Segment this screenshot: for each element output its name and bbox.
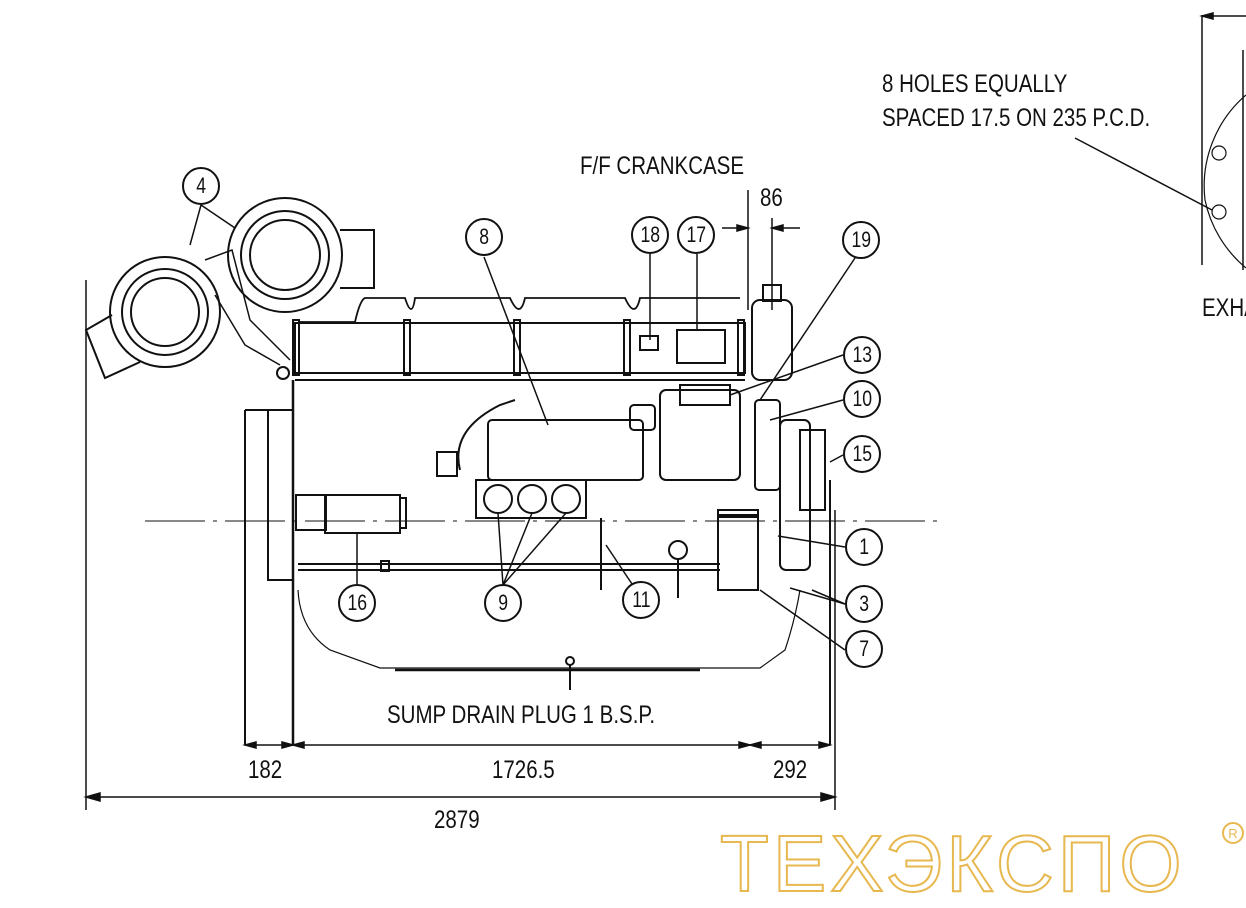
exhaust-label-partial: EXHA (1202, 294, 1246, 322)
flange-holes-note-line1: 8 HOLES EQUALLY (882, 70, 1068, 98)
callout-number: 13 (852, 342, 872, 367)
sump-drain-label: SUMP DRAIN PLUG 1 B.S.P. (387, 701, 656, 729)
callout-number: 8 (479, 224, 489, 249)
callout-number: 19 (851, 227, 871, 252)
callout-3: 3 (845, 585, 883, 623)
callout-11: 11 (622, 581, 660, 619)
callout-8: 8 (465, 218, 503, 256)
callout-1: 1 (845, 528, 883, 566)
callout-number: 11 (631, 587, 651, 612)
callout-10: 10 (843, 380, 881, 418)
callout-9: 9 (484, 584, 522, 622)
callout-number: 4 (196, 173, 206, 198)
callout-19: 19 (842, 221, 880, 259)
flange-holes-note-line2: SPACED 17.5 ON 235 P.C.D. (882, 104, 1151, 132)
callout-number: 16 (347, 590, 367, 615)
registered-mark-icon: R (1222, 822, 1244, 844)
callout-number: 10 (852, 386, 872, 411)
callout-number: 7 (859, 636, 869, 661)
callout-16: 16 (338, 584, 376, 622)
dimension-292: 292 (773, 756, 808, 784)
callout-15: 15 (843, 435, 881, 473)
callout-number: 3 (859, 591, 869, 616)
dimension-2879: 2879 (434, 806, 480, 834)
callout-7: 7 (845, 630, 883, 668)
callout-4: 4 (182, 167, 220, 205)
callout-number: 17 (686, 222, 706, 247)
callout-number: 15 (852, 441, 872, 466)
callout-number: 9 (498, 590, 508, 615)
dimension-86: 86 (760, 184, 783, 212)
turbocharger-left (84, 256, 221, 380)
callout-17: 17 (677, 216, 715, 254)
callout-number: 18 (640, 222, 660, 247)
callout-13: 13 (843, 336, 881, 374)
callout-number: 1 (859, 534, 869, 559)
texexpo-logo: ТЕХЭКСПО (719, 819, 1186, 908)
turbocharger-right (227, 197, 375, 313)
dimension-182: 182 (248, 756, 283, 784)
dimension-1726-5: 1726.5 (492, 756, 555, 784)
crankcase-label: F/F CRANKCASE (580, 152, 745, 180)
callout-18: 18 (631, 216, 669, 254)
